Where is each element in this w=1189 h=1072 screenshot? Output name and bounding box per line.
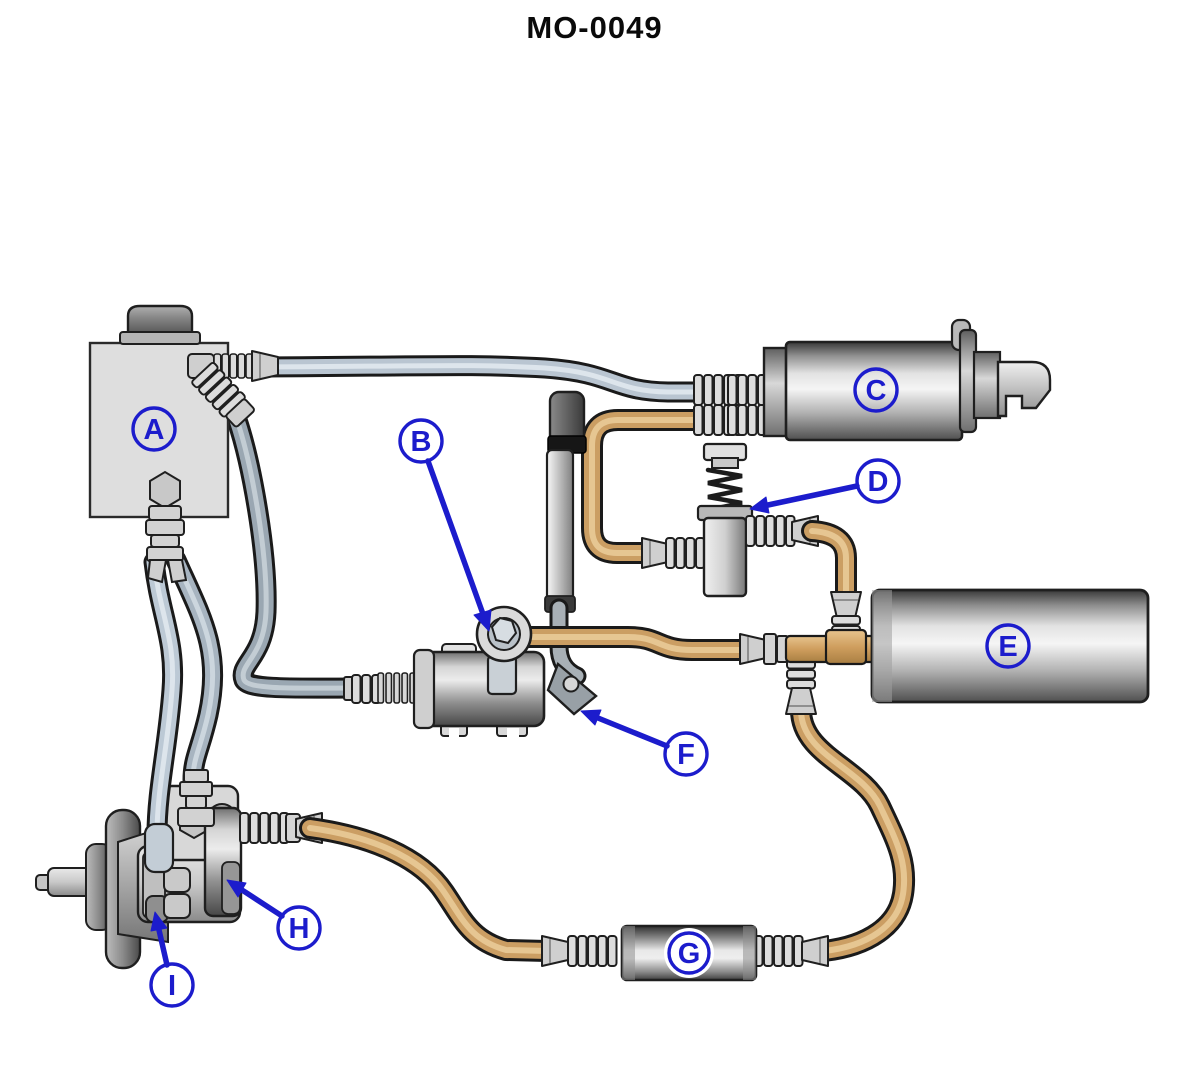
- master-cylinder: [343, 643, 546, 738]
- lever-rod: [545, 448, 575, 604]
- pressure-hose-cylinder-to-valve: [581, 409, 711, 564]
- valve-spring: [705, 467, 743, 513]
- lever-pivot-pin: [562, 675, 580, 693]
- reservoir-outlet-fitting: [145, 470, 188, 584]
- fitting: [785, 687, 817, 715]
- fitting: [739, 633, 767, 665]
- callout-a: A: [131, 406, 177, 452]
- svg-text:I: I: [168, 970, 176, 1002]
- accumulator: [870, 588, 1150, 704]
- fitting: [830, 591, 862, 619]
- svg-text:F: F: [677, 739, 695, 771]
- fitting: [541, 935, 569, 967]
- control-valve: [641, 442, 819, 598]
- fitting: [786, 659, 816, 690]
- fitting: [351, 674, 382, 704]
- fitting: [239, 812, 290, 844]
- pump-lever: [544, 390, 598, 716]
- callout-c: C: [853, 367, 899, 413]
- callout-g: G: [664, 928, 714, 978]
- callout-d: D: [749, 458, 901, 514]
- hose-reservoir-to-cylinder: [257, 355, 713, 403]
- fitting: [567, 935, 618, 967]
- svg-text:G: G: [678, 938, 701, 970]
- filler-cap: [126, 304, 194, 336]
- callout-e: E: [985, 623, 1031, 669]
- fitting: [745, 515, 796, 547]
- pressure-hose-outlet-to-tee: [495, 626, 759, 661]
- figure-title: MO-0049: [526, 10, 663, 45]
- hose-tee-to-filter: [790, 699, 916, 962]
- hose-reservoir-to-master-cylinder: [226, 409, 369, 699]
- valve-body: [702, 516, 748, 598]
- hose-reservoir-to-pump-1: [143, 551, 184, 845]
- callout-h: H: [226, 879, 322, 951]
- callout-b: B: [398, 418, 492, 632]
- master-cylinder-body: [416, 650, 546, 728]
- fitting: [753, 935, 804, 967]
- hose-valve-to-tee: [801, 520, 857, 607]
- pump-inlet-hex-stack: [177, 769, 215, 827]
- callout-i: I: [149, 911, 195, 1008]
- svg-text:D: D: [868, 466, 889, 498]
- hose-pump-to-filter: [299, 817, 558, 962]
- svg-text:A: A: [144, 414, 165, 446]
- pump-inlet-socket: [143, 822, 175, 874]
- fitting: [801, 935, 829, 967]
- reservoir: [88, 304, 279, 584]
- hose-reservoir-to-pump-2: [165, 549, 224, 791]
- callout-f: F: [580, 709, 709, 777]
- reservoir-elbow-fitting: [190, 360, 255, 428]
- tee-fitting: [739, 628, 878, 666]
- actuating-cylinder: [693, 318, 1052, 442]
- svg-text:C: C: [866, 375, 887, 407]
- svg-text:E: E: [998, 631, 1017, 663]
- svg-text:H: H: [289, 913, 310, 945]
- fitting: [251, 350, 279, 382]
- cylinder-clevis: [996, 360, 1052, 418]
- fitting: [641, 537, 669, 569]
- svg-text:B: B: [411, 426, 432, 458]
